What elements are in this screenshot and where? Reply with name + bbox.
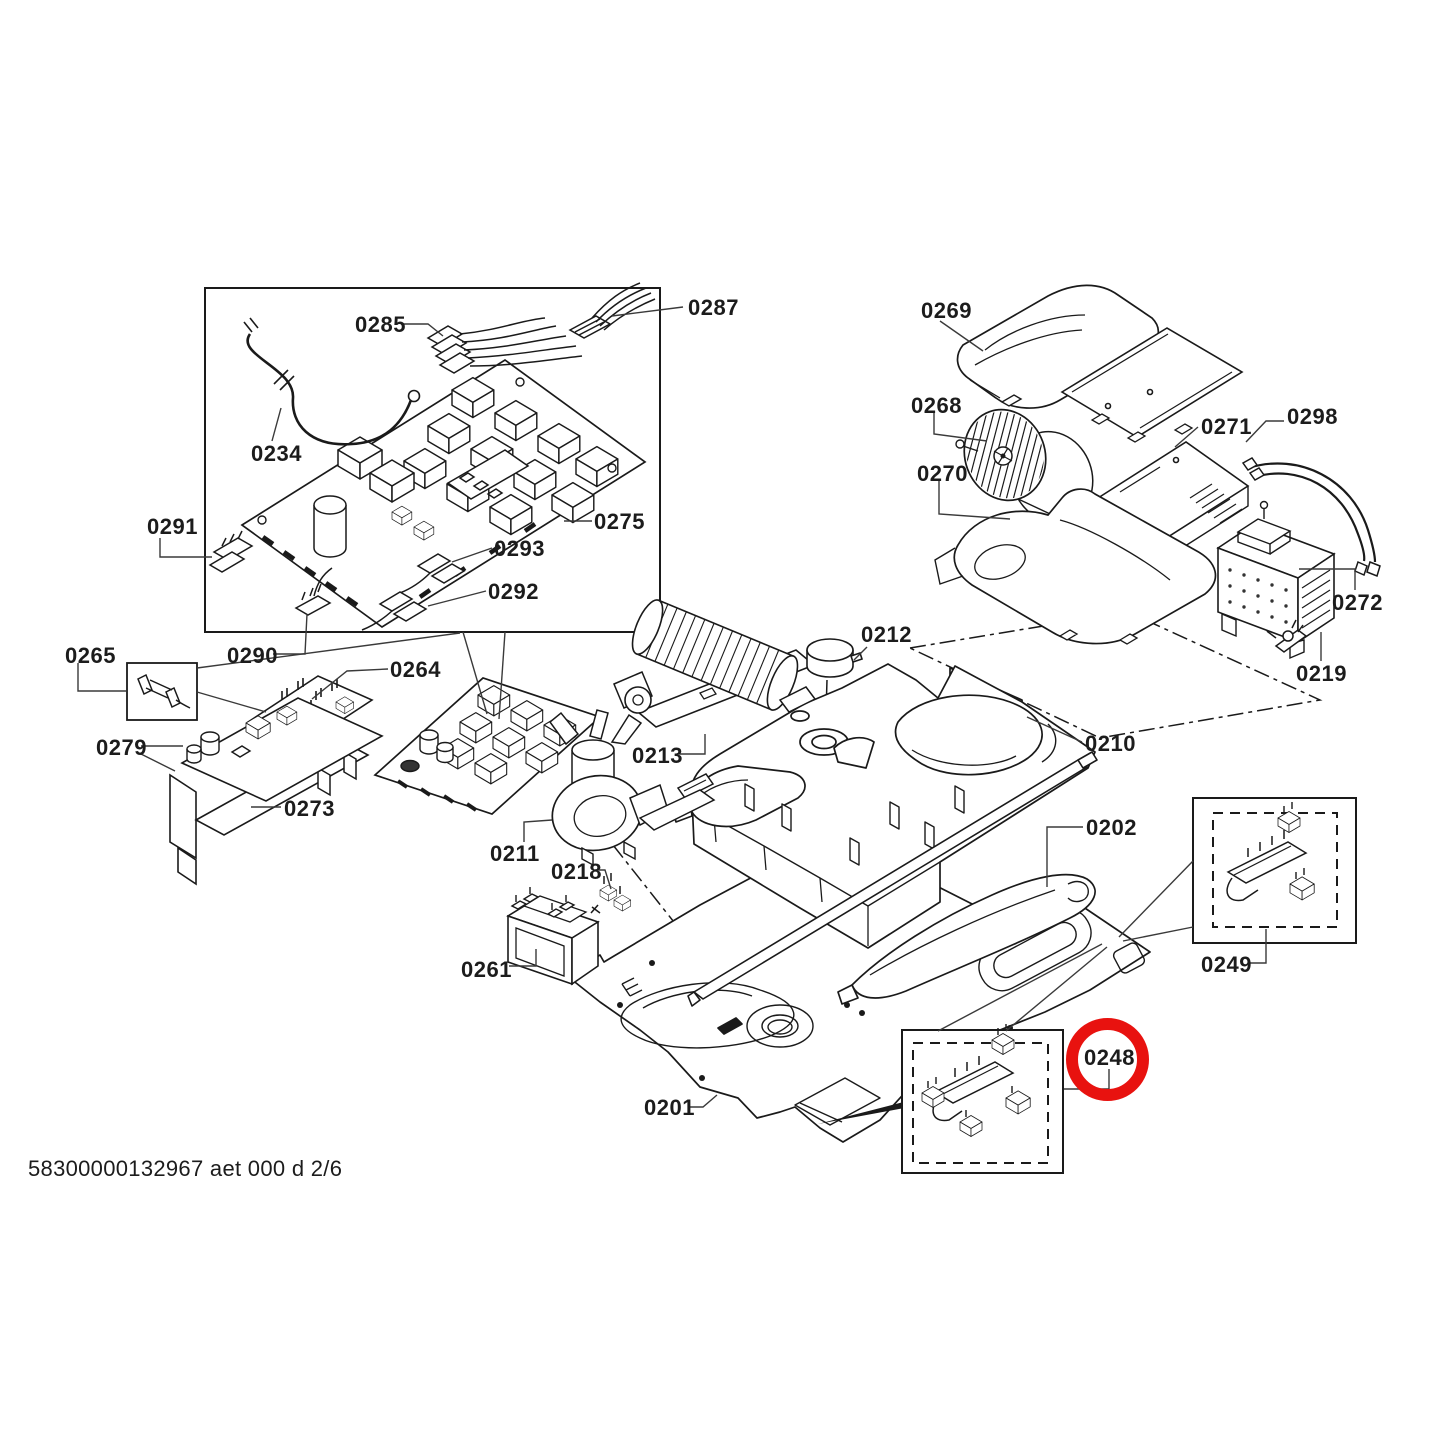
part-label-0291: 0291 <box>147 514 198 539</box>
part-crossflow-fan-0213 <box>613 599 817 799</box>
part-label-0287: 0287 <box>688 295 739 320</box>
part-air-duct-0270 <box>934 488 1217 645</box>
part-wire-0234 <box>246 333 413 446</box>
part-power-pcb-0275 <box>240 358 647 629</box>
part-label-0248: 0248 <box>1084 1045 1135 1070</box>
part-label-0211: 0211 <box>490 841 540 866</box>
detail-box-power-board <box>204 282 661 633</box>
detail-box-switch-kit-0248 <box>901 1024 1064 1174</box>
detail-box-fuse-0265 <box>126 662 198 721</box>
part-magnetron-0272 <box>1216 500 1336 660</box>
part-label-0273: 0273 <box>284 796 335 821</box>
part-connector-0292 <box>361 591 428 631</box>
part-label-0285: 0285 <box>355 312 406 337</box>
detail-box-latch-kit-0249 <box>1192 797 1357 944</box>
part-frame-rail-0202 <box>837 873 1096 1005</box>
part-label-0210: 0210 <box>1085 731 1136 756</box>
part-label-0290: 0290 <box>227 643 278 668</box>
leader-lines <box>77 306 1356 1108</box>
part-label-0219: 0219 <box>1296 661 1347 686</box>
part-transformer-0261 <box>506 887 600 986</box>
part-cover-flat <box>1060 327 1244 443</box>
part-cavity-chassis-0210 <box>671 663 1096 949</box>
part-blower-0211 <box>548 709 716 867</box>
part-label-0261: 0261 <box>461 957 512 982</box>
part-connector-0291 <box>208 530 254 573</box>
part-label-0275: 0275 <box>594 509 645 534</box>
part-label-0269: 0269 <box>921 298 972 323</box>
part-label-0212: 0212 <box>861 622 912 647</box>
part-label-0264: 0264 <box>390 657 441 682</box>
part-label-0270: 0270 <box>917 461 968 486</box>
part-label-0293: 0293 <box>494 536 545 561</box>
part-label-0201: 0201 <box>644 1095 695 1120</box>
part-label-0279: 0279 <box>96 735 147 760</box>
part-cap-0212 <box>806 638 864 678</box>
part-label-0202: 0202 <box>1086 815 1137 840</box>
part-bracket-assembly-0273 <box>169 697 384 886</box>
part-label-0292: 0292 <box>488 579 539 604</box>
part-relay-board-insitu <box>373 677 602 815</box>
part-label-0218: 0218 <box>551 859 602 884</box>
part-label-0234: 0234 <box>251 441 302 466</box>
part-cross-bar <box>687 751 1098 1007</box>
doc-code: 58300000132967 aet 000 d 2/6 <box>28 1156 343 1181</box>
part-label-0213: 0213 <box>632 743 683 768</box>
part-label-0298: 0298 <box>1287 404 1338 429</box>
part-label-0249: 0249 <box>1201 952 1252 977</box>
part-harness-0287 <box>568 282 656 339</box>
part-label-0271: 0271 <box>1201 414 1252 439</box>
part-wires-0298 <box>1241 457 1381 578</box>
part-label-0272: 0272 <box>1332 590 1383 615</box>
part-switch-0218 <box>590 873 632 914</box>
part-thermostat-0219 <box>1274 619 1308 653</box>
part-label-0268: 0268 <box>911 393 962 418</box>
part-connector-0285 <box>426 317 583 374</box>
part-label-0265: 0265 <box>65 643 116 668</box>
part-connector-0290 <box>294 567 333 616</box>
part-connector-0293 <box>399 553 466 594</box>
